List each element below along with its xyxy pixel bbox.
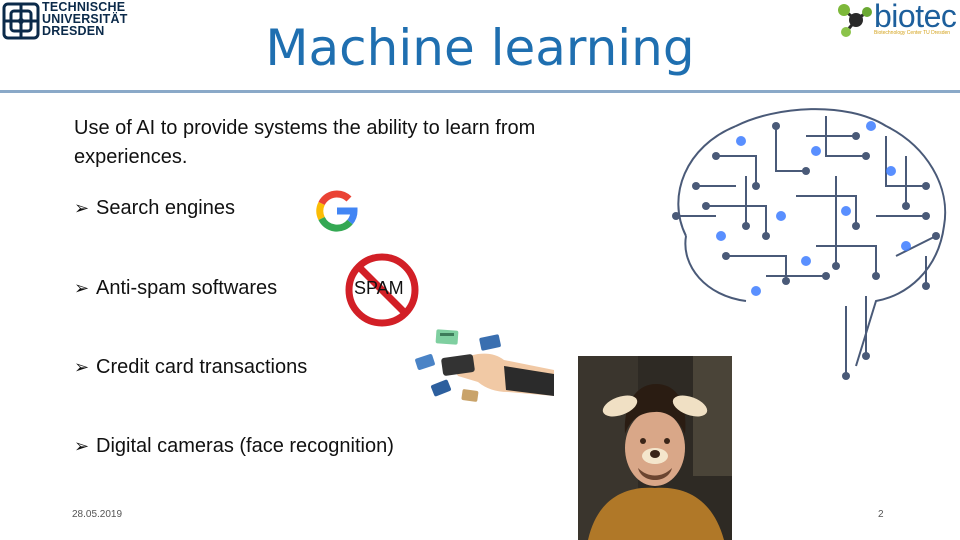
arrow-bullet-icon: ➢: [74, 278, 90, 298]
credit-cards-illustration: [415, 329, 554, 402]
tu-dresden-wordmark: TECHNISCHE UNIVERSITÄT DRESDEN: [42, 0, 128, 38]
biotec-molecule-icon: [838, 4, 872, 37]
tu-dresden-logo: TECHNISCHE UNIVERSITÄT DRESDEN: [0, 0, 140, 44]
biotec-subtitle: Biotechnology Center TU Dresden: [874, 30, 951, 36]
bullet-credit-card: ➢ Credit card transactions: [74, 356, 307, 379]
circuit-brain-illustration: [672, 108, 947, 380]
biotec-logo: biotec Biotechnology Center TU Dresden: [832, 0, 960, 46]
intro-text: Use of AI to provide systems the ability…: [74, 117, 536, 168]
google-g-icon: [316, 190, 358, 232]
bullet-digital-cameras: ➢ Digital cameras (face recognition): [74, 435, 394, 458]
bullet-label: Digital cameras (face recognition): [96, 435, 394, 457]
no-spam-icon: [345, 253, 419, 327]
bullet-label: Credit card transactions: [96, 356, 308, 378]
face-photo: [578, 356, 732, 540]
header-divider: [0, 90, 960, 93]
bullet-label: Anti-spam softwares: [96, 277, 278, 299]
bullet-anti-spam: ➢ Anti-spam softwares: [74, 277, 277, 300]
university-line-2: UNIVERSITÄT: [42, 12, 128, 26]
biotec-wordmark: biotec: [874, 0, 957, 34]
tu-dresden-seal-icon: [2, 2, 40, 40]
bullet-search-engines: ➢ Search engines: [74, 197, 235, 220]
arrow-bullet-icon: ➢: [74, 198, 90, 218]
arrow-bullet-icon: ➢: [74, 436, 90, 456]
footer-date: 28.05.2019: [72, 509, 123, 520]
bullet-label: Search engines: [96, 197, 235, 219]
spam-label: SPAM: [354, 278, 404, 298]
arrow-bullet-icon: ➢: [74, 357, 90, 377]
university-line-1: TECHNISCHE: [42, 0, 126, 14]
university-line-3: DRESDEN: [42, 24, 105, 38]
slide-title: Machine learning: [265, 19, 695, 77]
footer-page-number: 2: [878, 509, 884, 520]
